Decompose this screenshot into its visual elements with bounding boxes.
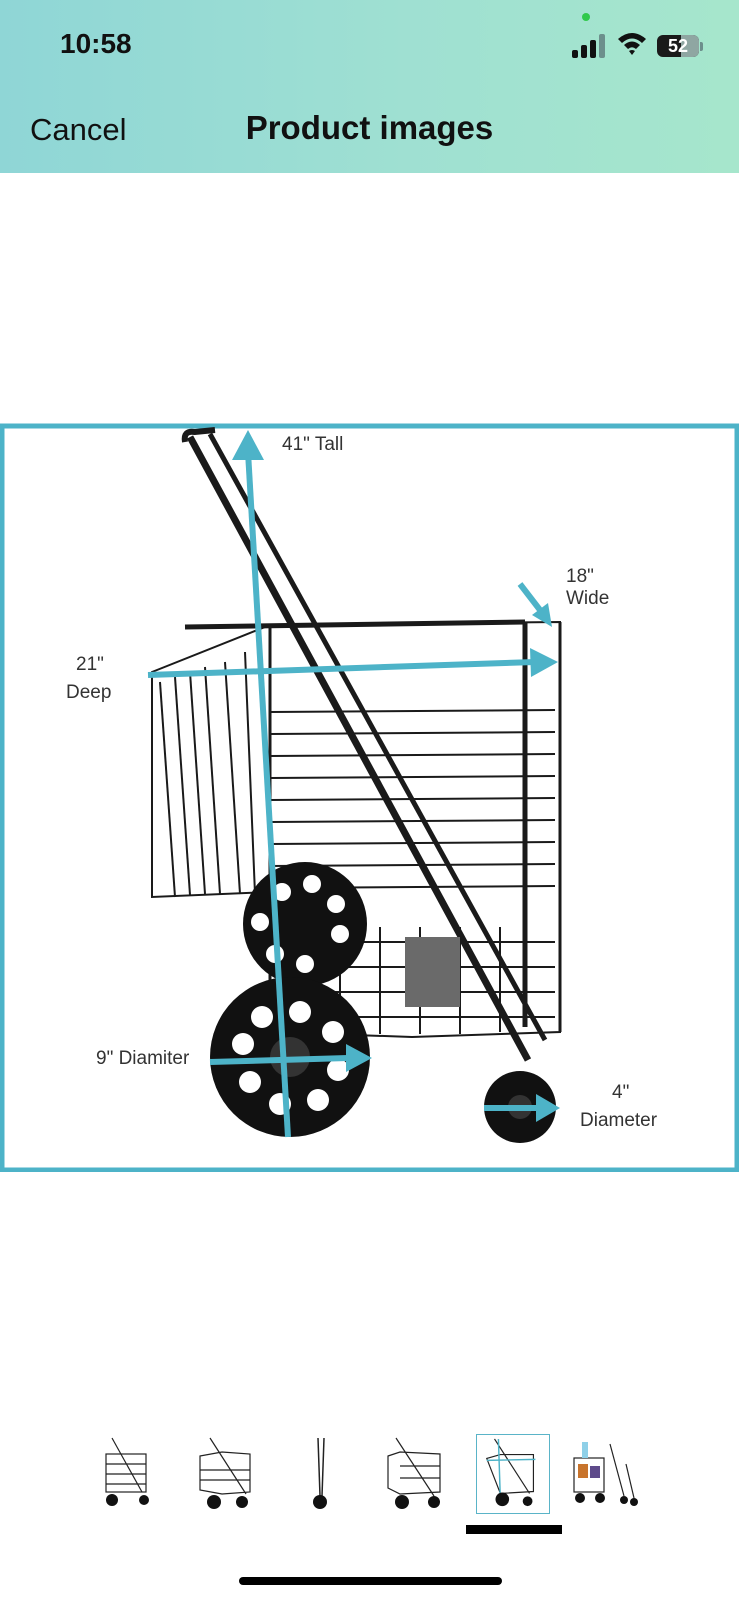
- dimension-arrows: [147, 430, 560, 1138]
- selected-thumbnail-indicator: [466, 1525, 562, 1534]
- top-bar: 10:58 52 Cancel Product images: [0, 0, 739, 173]
- cart-side-icon: [387, 1437, 441, 1509]
- dim-label-wide-value: 18": [566, 566, 594, 587]
- cancel-button[interactable]: Cancel: [30, 112, 127, 147]
- image-frame: [0, 423, 739, 1172]
- home-indicator[interactable]: [239, 1577, 502, 1585]
- dim-label-big-wheel: 9" Diamiter: [96, 1048, 190, 1069]
- page-title: Product images: [245, 109, 494, 146]
- cart-dimensions-icon: [485, 1438, 536, 1507]
- cart-angle-icon: [199, 1437, 251, 1509]
- dim-label-small-wheel-value: 4": [612, 1082, 629, 1103]
- cellular-signal-icon: [572, 34, 606, 58]
- battery-cap: [700, 42, 703, 51]
- dim-label-deep-unit: Deep: [66, 682, 111, 703]
- dim-label-wide-unit: Wide: [566, 588, 609, 609]
- thumbnail-2[interactable]: [192, 1434, 266, 1514]
- dim-label-small-wheel-unit: Diameter: [580, 1110, 658, 1131]
- dim-label-deep-value: 21": [76, 654, 104, 675]
- thumbnail-4[interactable]: [382, 1434, 456, 1514]
- thumbnail-1[interactable]: [92, 1434, 166, 1514]
- dim-label-tall: 41" Tall: [282, 434, 343, 455]
- battery-level: 52: [667, 36, 689, 56]
- product-main-image[interactable]: 41" Tall 18" Wide 21" Deep 9" Diamiter 4…: [0, 422, 739, 1172]
- cart-front-icon: [105, 1437, 149, 1506]
- cart-base-plate: [405, 937, 460, 1007]
- thumbnail-5-selected[interactable]: [476, 1434, 550, 1514]
- wifi-icon: [618, 33, 646, 55]
- cart-folded-icon: [313, 1437, 327, 1509]
- battery-icon: 52: [657, 35, 699, 57]
- privacy-indicator-dot: [582, 13, 590, 21]
- thumbnail-6[interactable]: [568, 1434, 642, 1514]
- thumbnail-3[interactable]: [284, 1434, 358, 1514]
- rear-wheel: [243, 862, 367, 986]
- status-time: 10:58: [60, 28, 132, 59]
- thumbnail-strip: [0, 1434, 739, 1534]
- cart-loaded-icon: [573, 1442, 638, 1506]
